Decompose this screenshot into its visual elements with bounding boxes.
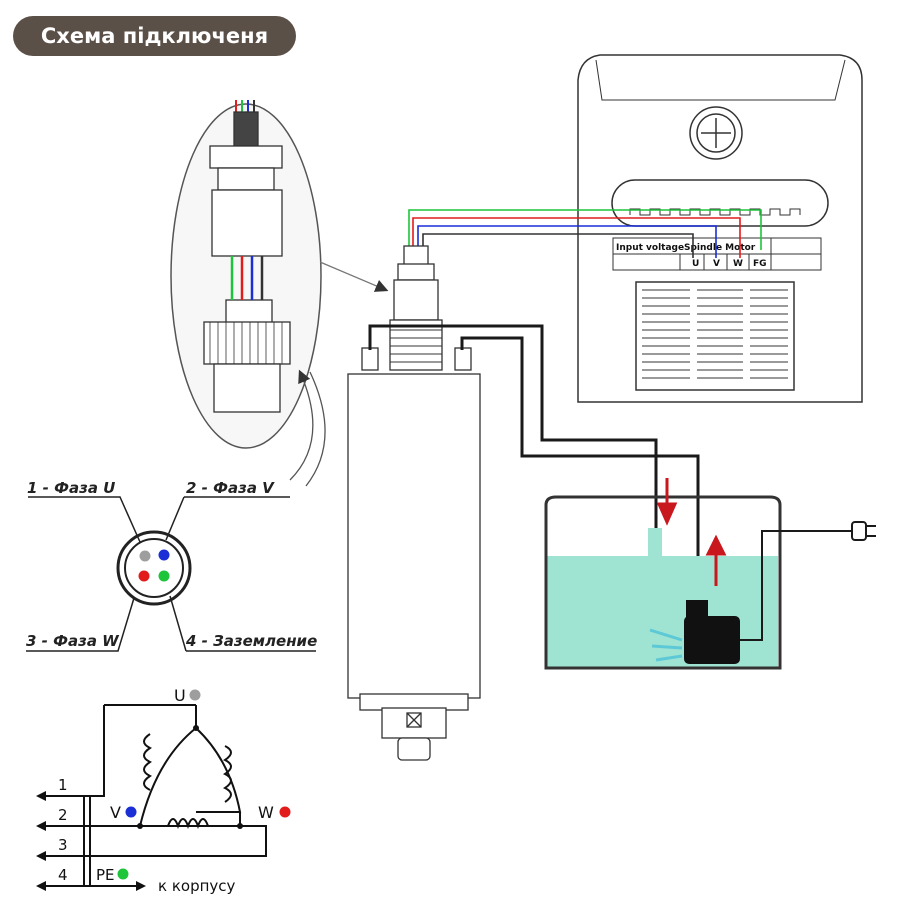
- wire-label-1: 1: [58, 776, 68, 794]
- pin-label-3: 3 - Фаза W: [26, 632, 120, 650]
- vfd-knob: [689, 106, 743, 160]
- schematic-arrowheads: [36, 725, 243, 891]
- coolant-hoses: [368, 324, 700, 600]
- coolant-pump: [649, 600, 740, 664]
- node-u-dot: [189, 689, 201, 701]
- node-v-dot: [125, 806, 137, 818]
- diagram-title: Схема підключеня: [13, 16, 296, 56]
- vfd-terminal-w: W: [733, 259, 743, 269]
- vfd-spindle-motor-label: Spindle Motor: [684, 243, 756, 253]
- motor-winding-schematic: [40, 704, 267, 887]
- flow-arrow-up-icon: [705, 534, 727, 586]
- vfd-input-voltage-label: Input voltage: [616, 243, 684, 253]
- pump-power-cable: [740, 530, 858, 641]
- node-u-label: U: [174, 686, 186, 705]
- wire-label-3: 3: [58, 836, 68, 854]
- vfd-inverter: [577, 54, 863, 403]
- node-w-label: W: [258, 803, 274, 822]
- connector-pinout: [26, 496, 316, 652]
- vfd-spindle-cables: [408, 209, 762, 258]
- connector-zoom-bubble: [170, 100, 322, 449]
- node-w-dot: [279, 806, 291, 818]
- water-tank: [544, 495, 782, 670]
- pin-u-dot: [139, 550, 151, 562]
- pe-dot: [117, 868, 129, 880]
- pin-pe-dot: [158, 570, 170, 582]
- flow-arrow-down-icon: [656, 478, 678, 526]
- ground-note: к корпусу: [158, 877, 236, 895]
- vfd-terminal-v: V: [713, 259, 720, 269]
- power-plug-icon: [851, 521, 876, 541]
- zoom-pointer-arrow: [319, 261, 389, 292]
- pin-label-4: 4 - Заземление: [185, 632, 317, 650]
- pin-label-2: 2 - Фаза V: [186, 479, 275, 497]
- connector-callout-arrow: [289, 369, 314, 481]
- pin-v-dot: [158, 549, 170, 561]
- pin-w-dot: [138, 570, 150, 582]
- vfd-terminal-fg: FG: [753, 259, 767, 269]
- wire-label-2: 2: [58, 806, 68, 824]
- node-v-label: V: [110, 803, 121, 822]
- wire-label-4: 4: [58, 866, 68, 884]
- vfd-vent-grille: [642, 289, 788, 379]
- connector-callout-arrow-2: [305, 371, 326, 487]
- spindle-motor: [347, 245, 481, 761]
- pin-label-1: 1 - Фаза U: [27, 479, 115, 497]
- pe-label: PE: [96, 866, 115, 884]
- vfd-terminal-u: U: [692, 259, 699, 269]
